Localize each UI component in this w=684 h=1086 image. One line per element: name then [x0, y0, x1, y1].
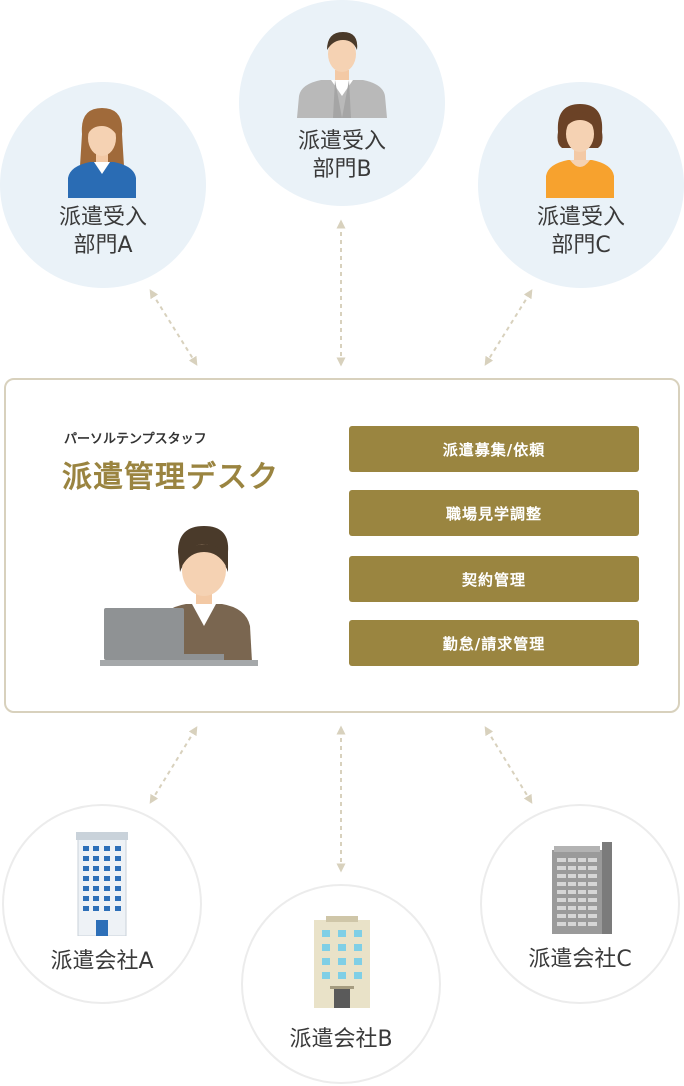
female-staff-icon — [68, 108, 136, 198]
service-contract-management: 契約管理 — [349, 556, 639, 602]
department-c-line2: 部門C — [551, 233, 611, 258]
department-c-line1: 派遣受入 — [536, 205, 625, 230]
male-staff-icon — [297, 32, 387, 118]
department-c-circle: 派遣受入 部門C — [478, 82, 684, 288]
department-a-line1: 派遣受入 — [58, 205, 147, 230]
company-b-label: 派遣会社B — [289, 1027, 393, 1052]
company-c-circle: 派遣会社C — [480, 804, 680, 1004]
arrow-dept-a — [149, 289, 198, 366]
department-b-circle: 派遣受入 部門B — [239, 0, 445, 206]
company-c-label: 派遣会社C — [528, 947, 632, 972]
department-b-line2: 部門B — [312, 157, 372, 182]
female-staff-icon — [546, 104, 614, 198]
building-icon — [76, 832, 128, 936]
building-icon — [314, 916, 370, 1008]
desk-subtitle: パーソルテンプスタッフ — [64, 432, 207, 447]
desk-staff-laptop-icon — [100, 526, 258, 666]
company-b-circle: 派遣会社B — [241, 884, 441, 1084]
arrow-dept-c — [484, 289, 533, 366]
department-a-line2: 部門A — [73, 233, 133, 258]
management-desk-panel: パーソルテンプスタッフ 派遣管理デスク 派遣募集/依頼 職場見学調整 契約管理 … — [4, 378, 680, 713]
department-b-line1: 派遣受入 — [297, 129, 386, 154]
arrow-company-c — [484, 726, 533, 804]
company-a-circle: 派遣会社A — [2, 804, 202, 1004]
department-a-circle: 派遣受入 部門A — [0, 82, 206, 288]
service-attendance-billing: 勤怠/請求管理 — [349, 620, 639, 666]
building-icon — [552, 842, 612, 934]
desk-title: 派遣管理デスク — [62, 460, 279, 495]
arrow-company-a — [149, 726, 198, 804]
company-a-label: 派遣会社A — [50, 949, 154, 974]
service-workplace-visit: 職場見学調整 — [349, 490, 639, 536]
service-recruitment: 派遣募集/依頼 — [349, 426, 639, 472]
